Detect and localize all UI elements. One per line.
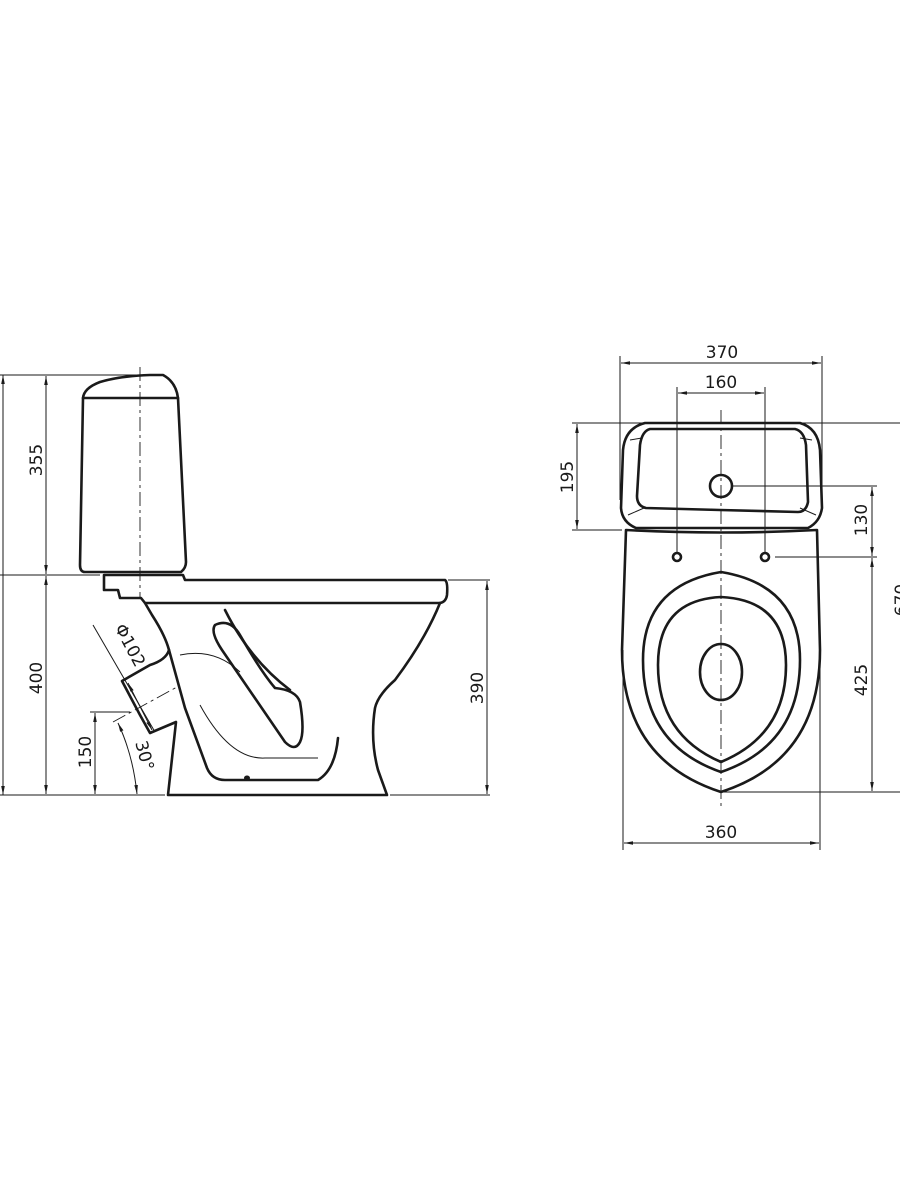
bolt-hole-icon (759, 551, 771, 563)
bowl-body (120, 601, 442, 797)
seat-inner (656, 595, 788, 764)
dim-diameter-102: Φ102 (110, 621, 149, 671)
trap-channel (167, 648, 340, 782)
top-view: 370 160 195 130 425 670 360 (558, 343, 900, 850)
dim-370: 370 (706, 343, 738, 363)
bowl-inner (212, 621, 304, 749)
bowl-outline (620, 528, 822, 794)
dim-400: 400 (27, 662, 47, 694)
dim-360: 360 (705, 823, 737, 843)
tank-body (78, 396, 188, 574)
drain-hole-icon (244, 775, 250, 781)
dim-150: 150 (76, 736, 96, 768)
seat-outer (641, 570, 802, 774)
dim-425: 425 (852, 664, 872, 696)
dim-160: 160 (705, 373, 737, 393)
inner-rim-curve (223, 608, 292, 692)
dim-130: 130 (852, 504, 872, 536)
bolt-hole-icon (671, 551, 683, 563)
dim-355: 355 (27, 444, 47, 476)
dim-390: 390 (468, 672, 488, 704)
tank-lid (81, 373, 180, 400)
bowl-rim (102, 573, 449, 605)
tank-top (619, 421, 824, 530)
dim-670: 670 (892, 584, 900, 616)
dim-angle-30: 30° (130, 739, 157, 773)
dim-195: 195 (558, 461, 578, 493)
water-line (179, 652, 318, 759)
side-view: 355 400 150 390 Φ102 30° (0, 367, 490, 797)
tank-inner (635, 427, 810, 514)
